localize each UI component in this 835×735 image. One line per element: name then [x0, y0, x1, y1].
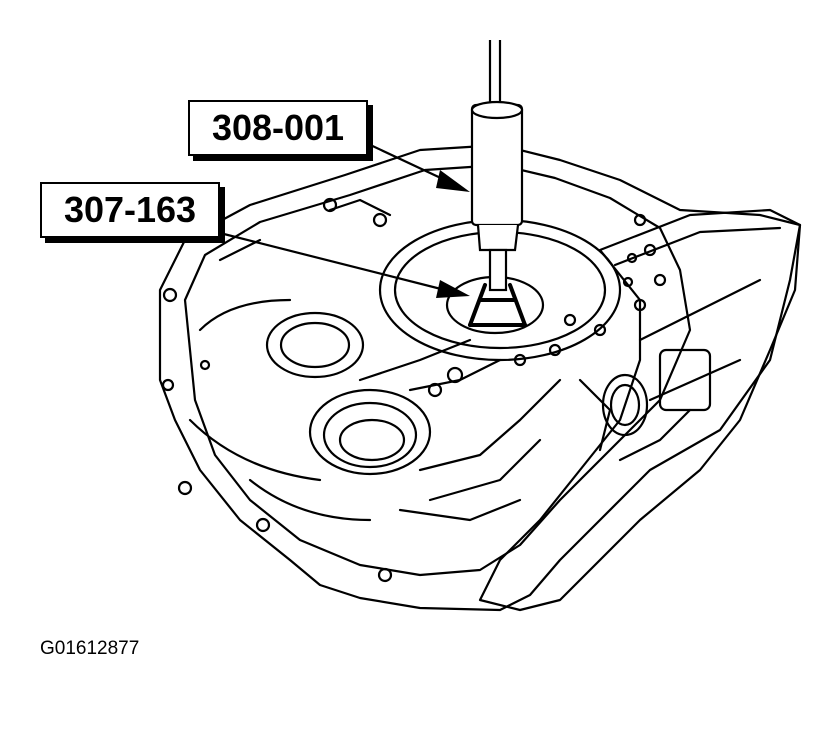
tool-308-001	[470, 40, 524, 292]
case-flange	[183, 163, 692, 577]
arrow-307-163-icon	[436, 280, 470, 298]
arrow-308-001-icon	[436, 170, 470, 192]
tool-307-163	[468, 283, 527, 327]
callout-308-001: 308-001	[188, 100, 368, 156]
lower-bore	[308, 388, 432, 476]
callout-307-163: 307-163	[40, 182, 220, 238]
leader-307-163	[215, 230, 446, 292]
leader-308-001	[363, 141, 446, 181]
case-outline	[158, 143, 802, 612]
figure-id: G01612877	[40, 638, 140, 659]
side-plate	[478, 208, 802, 612]
left-bore	[265, 311, 365, 379]
